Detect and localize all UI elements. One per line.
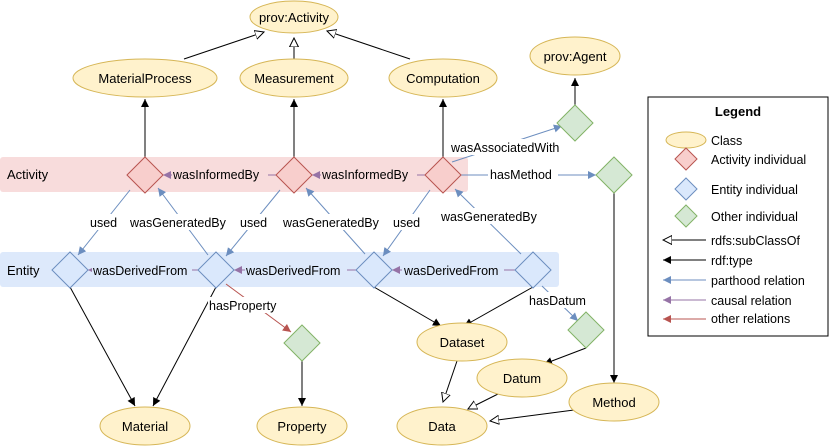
activity-individual-computation [424, 156, 462, 194]
class-datum: Datum [476, 358, 568, 398]
entity-individual-dataset-2 [514, 251, 552, 289]
class-measurement: Measurement [239, 58, 349, 98]
class-label: Computation [406, 71, 480, 86]
legend-label: rdf:type [711, 254, 753, 268]
edge-label-was-associated-with: wasAssociatedWith [450, 141, 559, 155]
edge-label-was-informed-by-1: wasInformedBy [172, 168, 260, 182]
activity-band-label: Activity [7, 167, 49, 182]
class-label: prov:Activity [259, 10, 330, 25]
class-label: Measurement [254, 71, 334, 86]
class-dataset: Dataset [416, 322, 508, 362]
other-individual-agent [556, 104, 594, 142]
legend-title: Legend [715, 104, 761, 119]
class-label: Data [428, 419, 456, 434]
activity-individual-measurement [275, 156, 313, 194]
subclassof-edges [183, 31, 575, 421]
edge-label-was-derived-from-1: wasDerivedFrom [92, 264, 187, 278]
class-material: Material [99, 406, 191, 446]
edge-label-used-1: used [90, 216, 117, 230]
legend-item-other-individual: Other individual [674, 204, 798, 228]
class-label: Dataset [440, 335, 485, 350]
legend: Legend Class Activity individual Entity … [647, 96, 829, 337]
edge-label-has-property: hasProperty [209, 299, 277, 313]
legend-item-parthood: parthood relation [663, 274, 805, 288]
class-prov-activity: prov:Activity [249, 0, 339, 34]
legend-label: rdfs:subClassOf [711, 234, 800, 248]
edge-label-was-generated-by-1: wasGeneratedBy [129, 216, 227, 230]
legend-label: Other individual [711, 210, 798, 224]
edge-label-has-method: hasMethod [490, 168, 552, 182]
entity-individual-dataset-1 [355, 251, 393, 289]
other-individual-datum [567, 311, 605, 349]
legend-label: Entity individual [711, 183, 798, 197]
class-prov-agent: prov:Agent [529, 36, 621, 76]
class-material-process: MaterialProcess [72, 58, 218, 98]
legend-item-rdf-type: rdf:type [663, 254, 753, 268]
edge-label-used-2: used [240, 216, 267, 230]
edge-label-was-derived-from-3: wasDerivedFrom [403, 264, 498, 278]
class-label: Method [592, 395, 635, 410]
class-label: Datum [503, 371, 541, 386]
legend-label: other relations [711, 312, 790, 326]
entity-individual-material-1 [51, 251, 89, 289]
class-label: Property [277, 419, 327, 434]
edge-label-was-informed-by-2: wasInformedBy [321, 168, 409, 182]
class-data: Data [396, 406, 488, 446]
edge-label-was-generated-by-2: wasGeneratedBy [282, 216, 380, 230]
legend-item-activity-individual: Activity individual [674, 147, 806, 171]
class-computation: Computation [388, 58, 498, 98]
edge-labels: wasInformedBy wasInformedBy wasAssociate… [88, 139, 590, 313]
other-individual-property [283, 324, 321, 362]
class-label: Material [122, 419, 168, 434]
rdf-type-edges [69, 78, 619, 407]
edge-label-has-datum: hasDatum [529, 294, 586, 308]
legend-label: parthood relation [711, 274, 805, 288]
class-property: Property [256, 406, 348, 446]
edge-label-was-generated-by-3: wasGeneratedBy [440, 210, 538, 224]
class-label: prov:Agent [544, 49, 607, 64]
class-label: MaterialProcess [98, 71, 192, 86]
legend-item-other-relations: other relations [663, 312, 790, 326]
entity-individual-material-2 [197, 251, 235, 289]
legend-label: causal relation [711, 294, 792, 308]
activity-individual-material-process [126, 156, 164, 194]
class-method: Method [568, 382, 660, 422]
legend-item-causal: causal relation [663, 294, 792, 308]
legend-label: Activity individual [711, 153, 806, 167]
legend-item-entity-individual: Entity individual [674, 177, 798, 201]
legend-label: Class [711, 134, 742, 148]
edge-label-used-3: used [393, 216, 420, 230]
entity-band-label: Entity [7, 263, 40, 278]
edge-label-was-derived-from-2: wasDerivedFrom [245, 264, 340, 278]
other-individual-method [595, 156, 633, 194]
legend-item-subclassof: rdfs:subClassOf [663, 234, 800, 248]
